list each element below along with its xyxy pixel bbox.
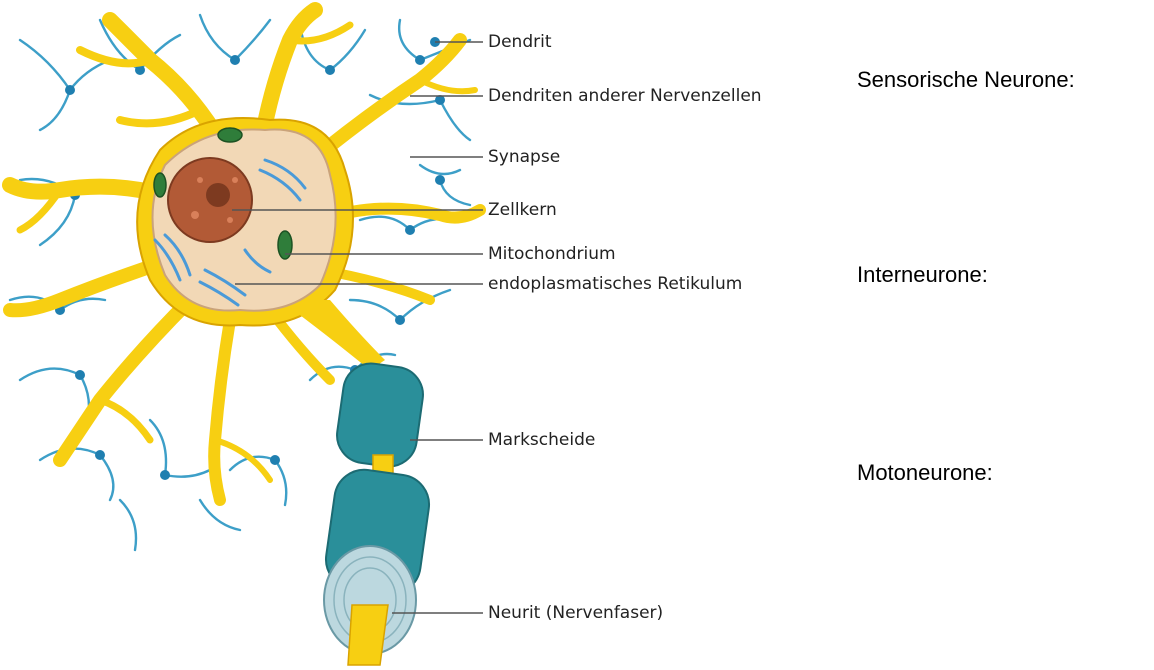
nucleus [168, 158, 252, 242]
label-dendrit: Dendrit [488, 32, 552, 52]
axon [322, 360, 433, 665]
label-zellkern: Zellkern [488, 200, 557, 220]
category-motor-neurons: Motoneurone: [857, 460, 993, 486]
label-neurit: Neurit (Nervenfaser) [488, 603, 663, 623]
label-markscheide: Markscheide [488, 430, 595, 450]
label-endoplasmatisches-retikulum: endoplasmatisches Retikulum [488, 274, 742, 294]
category-sensory-neurons: Sensorische Neurone: [857, 67, 1075, 93]
myelin-segment-1 [333, 360, 426, 470]
category-interneurons: Interneurone: [857, 262, 988, 288]
neurite-fiber [348, 605, 388, 665]
label-synapse: Synapse [488, 147, 560, 167]
label-dendriten-anderer-nervenzellen: Dendriten anderer Nervenzellen [488, 86, 762, 106]
label-mitochondrium: Mitochondrium [488, 244, 616, 264]
